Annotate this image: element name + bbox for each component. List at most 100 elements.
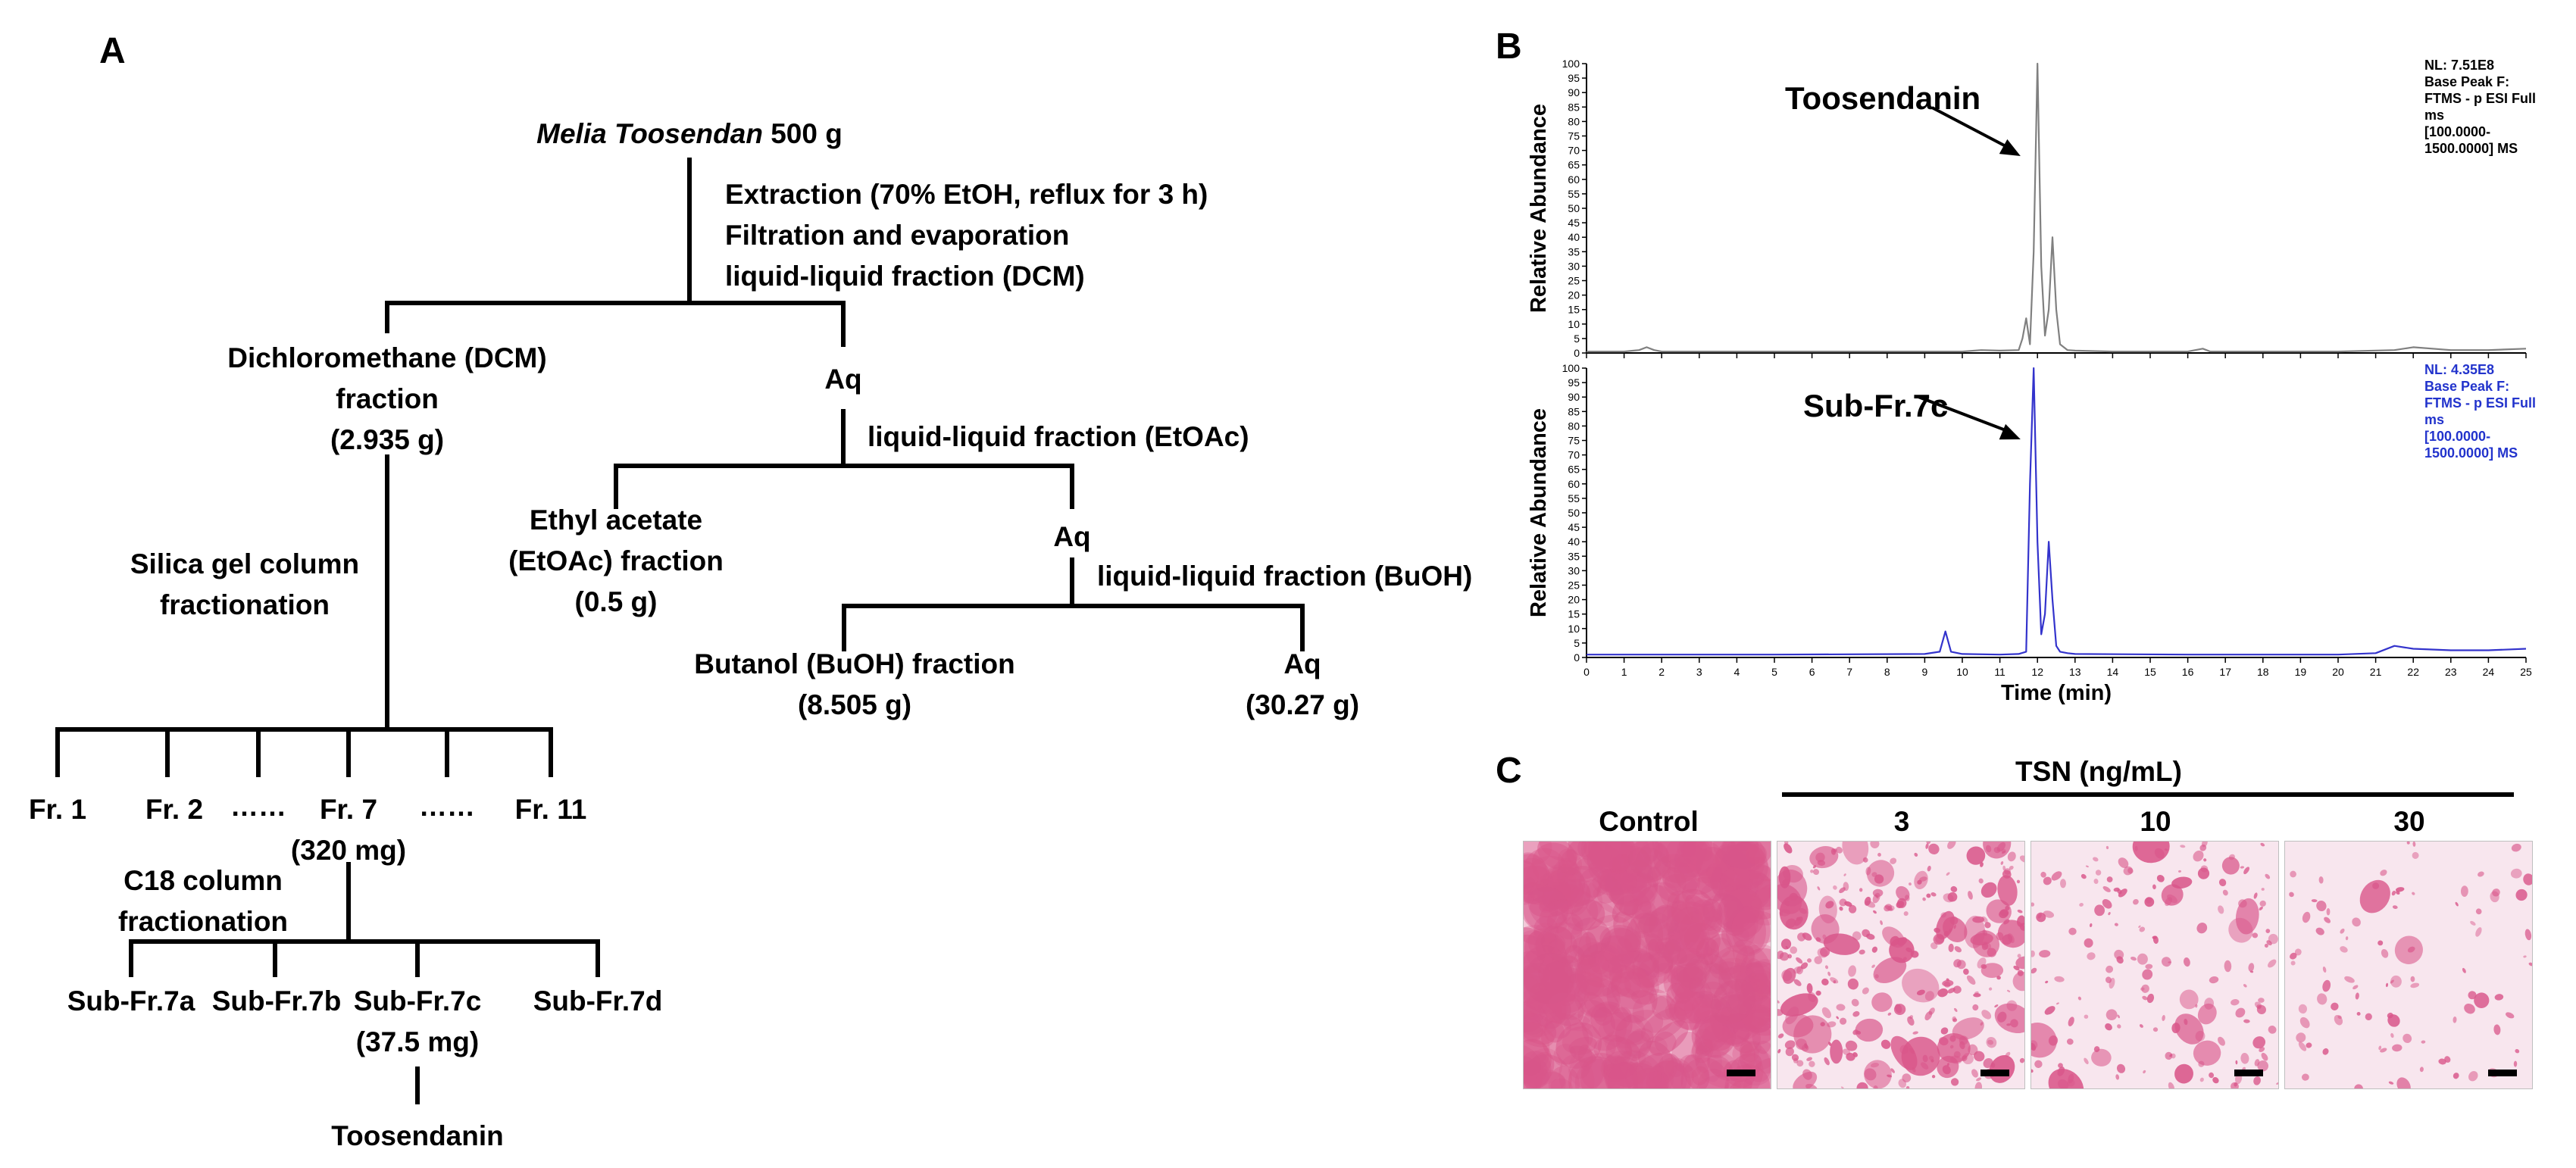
stained-cell [1823, 933, 1860, 955]
stained-cell [1777, 869, 1808, 907]
y-tick-label: 25 [1568, 579, 1580, 592]
stained-cell [2048, 1035, 2059, 1046]
y-tick-label: 45 [1568, 521, 1580, 533]
stained-cell [1540, 922, 1592, 963]
stained-cell [2322, 979, 2331, 992]
stained-cell [1994, 1003, 2024, 1034]
y-tick-label: 70 [1568, 449, 1580, 461]
stained-cell [2102, 898, 2112, 909]
stained-cell [2152, 1027, 2159, 1032]
subfraction-label: Sub-Fr.7d [533, 985, 663, 1017]
stained-cell [1649, 988, 1680, 1020]
stained-cell [1712, 842, 1761, 869]
stained-cell [1871, 992, 1893, 1012]
stained-cell [1950, 1078, 1959, 1086]
stained-cell [2108, 912, 2111, 916]
stained-cell [1725, 993, 1749, 1016]
stained-cell [1916, 989, 1925, 995]
stained-cell [2524, 929, 2532, 941]
x-tick-label: 7 [1846, 666, 1852, 678]
stained-cell [2019, 855, 2024, 863]
stained-cell [2462, 967, 2466, 973]
stained-cell [1691, 994, 1733, 1024]
stained-cell [1791, 1054, 1799, 1061]
stained-cell [1905, 1085, 1910, 1088]
stained-cell [1981, 1010, 1992, 1020]
stained-cell [2040, 871, 2046, 878]
trace-annotation: NL: 7.51E8 [2424, 58, 2494, 73]
stained-cell [1524, 852, 1550, 895]
y-tick-label: 80 [1568, 115, 1580, 127]
stained-cell [1524, 1060, 1544, 1085]
stained-cell [2138, 925, 2141, 928]
stained-cell [2212, 1076, 2219, 1084]
stained-cell [2131, 957, 2137, 961]
stained-cell [2007, 989, 2011, 992]
y-tick-label: 30 [1568, 260, 1580, 272]
y-tick-label: 25 [1568, 275, 1580, 287]
stained-cell [1749, 864, 1771, 889]
stained-cell [1737, 1048, 1771, 1086]
stained-cell [2337, 1015, 2342, 1020]
stained-cell [1668, 926, 1683, 948]
stained-cell [2410, 982, 2420, 988]
y-tick-label: 55 [1568, 492, 1580, 504]
stained-cell [2196, 923, 2208, 934]
stained-cell [1613, 1051, 1662, 1088]
x-tick-label: 1 [1621, 666, 1627, 678]
stained-cell [1833, 885, 1837, 890]
stained-cell [2156, 874, 2165, 882]
stained-cell [1602, 985, 1622, 998]
stained-cell [2043, 876, 2052, 885]
stained-cell [1873, 957, 1907, 983]
stained-cell [2296, 1032, 2306, 1043]
stained-cell [1637, 911, 1659, 933]
tile-label-10: 10 [2140, 806, 2171, 837]
stained-cell [1864, 1060, 1892, 1088]
stained-cell [1780, 938, 1792, 950]
stained-cell [1980, 882, 1997, 898]
stained-cell [1602, 1050, 1638, 1080]
stained-cell [1866, 860, 1895, 887]
stained-cell [2515, 1048, 2520, 1054]
stained-cell [2031, 902, 2035, 907]
stained-cell [2224, 960, 2232, 973]
stained-cell [1806, 1057, 1812, 1061]
stained-cell [1524, 860, 1540, 889]
stained-cell [1820, 1022, 1825, 1027]
x-tick-label: 14 [2107, 666, 2119, 678]
y-tick-label: 50 [1568, 202, 1580, 214]
stained-cell [2017, 909, 2023, 913]
fraction-label: Fr. 1 [28, 794, 87, 825]
stained-cell [1822, 934, 1827, 940]
stained-cell [2137, 953, 2148, 965]
stained-cell [2114, 923, 2118, 926]
stained-cell [2004, 868, 2011, 875]
stained-cell [1968, 891, 1973, 900]
stained-cell [2031, 1023, 2057, 1058]
stained-cell [1597, 868, 1619, 891]
stained-cell [1790, 946, 1798, 954]
stained-cell [2139, 926, 2146, 932]
stained-cell [2390, 975, 2402, 988]
y-tick-label: 90 [1568, 391, 1580, 403]
stained-cell [1807, 958, 1812, 963]
stained-cell [2253, 892, 2258, 899]
fraction-label: Fr. 2 [145, 794, 204, 825]
stained-cell [1947, 988, 1955, 994]
stained-cell [2377, 940, 2384, 946]
stained-cell [2193, 1040, 2221, 1066]
stained-cell [2178, 870, 2181, 873]
stained-cell [1855, 1018, 1884, 1042]
stained-cell [1952, 1017, 1984, 1040]
stained-cell [2164, 848, 2168, 851]
stained-cell [2039, 950, 2051, 958]
buoh-fraction-node: Butanol (BuOH) fraction (8.505 g) [694, 644, 1014, 726]
stained-cell [2016, 879, 2021, 884]
stained-cell [1809, 1060, 1815, 1067]
stained-cell [2380, 870, 2387, 876]
stained-cell [1608, 1061, 1646, 1088]
stained-cell [1746, 843, 1768, 865]
stained-cell [1815, 852, 1825, 863]
stained-cell [2406, 842, 2410, 845]
